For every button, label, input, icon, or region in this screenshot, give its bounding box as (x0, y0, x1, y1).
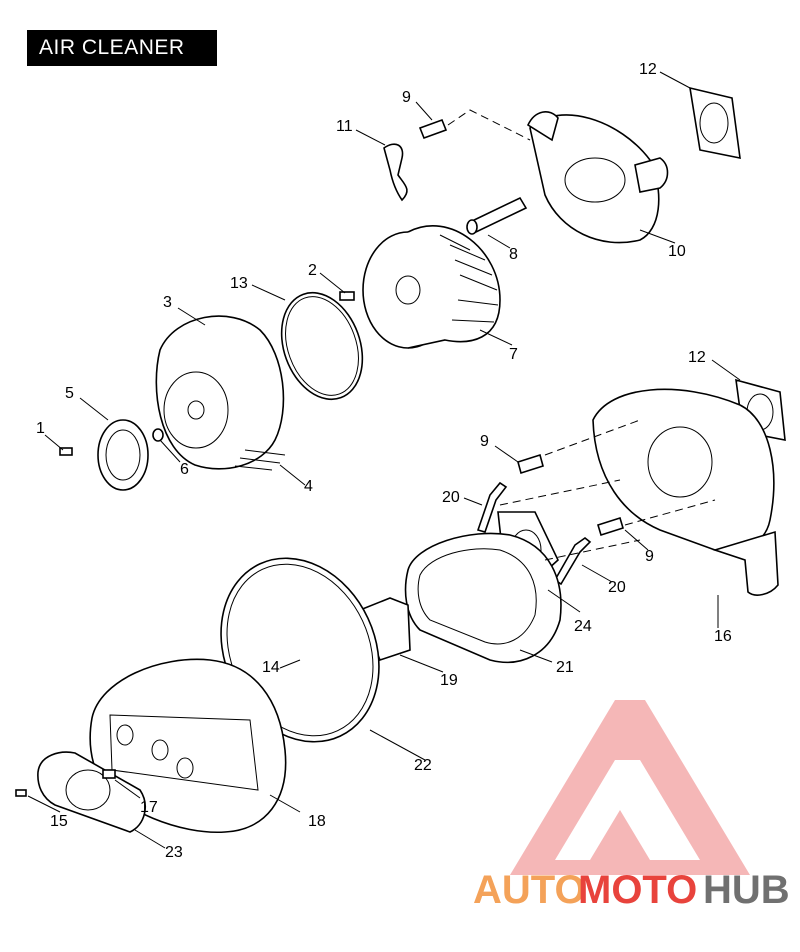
alignment-lines (447, 109, 716, 561)
watermark-moto: MOTO (578, 868, 697, 912)
o-ring-13 (280, 291, 364, 401)
backplate-10 (526, 111, 669, 244)
callout-2: 2 (308, 262, 317, 279)
callout-10: 10 (668, 243, 686, 260)
callout-numbers: 1 2 3 4 5 6 7 8 9 9 9 10 11 12 12 13 14 … (36, 61, 732, 861)
callout-9-left: 9 (480, 433, 489, 450)
screw-1 (59, 447, 73, 456)
hook-11 (383, 143, 408, 202)
breather-hose-20-right (553, 537, 592, 586)
breather-hose-20-left (476, 481, 508, 533)
watermark-auto: AUTO (473, 868, 586, 912)
callout-19: 19 (440, 672, 458, 689)
backplate-16 (592, 388, 779, 596)
callout-12-upper: 12 (639, 61, 657, 78)
screw-15 (15, 789, 27, 797)
watermark-hub: HUB (703, 868, 790, 912)
gasket-12-upper (689, 86, 741, 160)
callout-17: 17 (140, 799, 158, 816)
watermark-text: AUTO MOTO HUB (473, 868, 790, 912)
callout-11: 11 (336, 118, 353, 135)
callout-20-right: 20 (608, 579, 626, 596)
diagram-title: AIR CLEANER (27, 30, 217, 66)
callout-12-lower: 12 (688, 349, 706, 366)
callout-5: 5 (65, 385, 74, 402)
breather-bolt-9-left (517, 453, 544, 475)
callout-9-upper: 9 (402, 89, 411, 106)
breather-bolt-9-upper (418, 118, 448, 140)
leader-lines (27, 71, 741, 849)
medallion-plate-23 (37, 751, 146, 833)
callout-16: 16 (714, 628, 732, 645)
screw-2 (339, 291, 355, 301)
screw-17 (102, 769, 116, 779)
stud-8 (466, 196, 528, 235)
watermark-logo (510, 700, 750, 875)
cover-3 (155, 315, 286, 471)
callout-23: 23 (165, 844, 183, 861)
medallion-5 (97, 419, 149, 491)
callout-9-right: 9 (645, 548, 654, 565)
callout-18: 18 (308, 813, 326, 830)
callout-20-left: 20 (442, 489, 460, 506)
callout-7: 7 (509, 346, 518, 363)
breather-bolt-9-right (597, 516, 624, 537)
callout-15: 15 (50, 813, 68, 830)
callout-22: 22 (414, 757, 432, 774)
callout-21: 21 (556, 659, 574, 676)
callout-8: 8 (509, 246, 518, 263)
callout-3: 3 (163, 294, 172, 311)
filter-element-21 (404, 532, 562, 664)
callout-1: 1 (36, 420, 45, 437)
callout-13: 13 (230, 275, 248, 292)
callout-6: 6 (180, 461, 189, 478)
filter-element-7 (362, 225, 501, 349)
callout-14: 14 (262, 659, 280, 676)
callout-4: 4 (304, 478, 313, 495)
washer-6 (152, 428, 164, 442)
callout-24: 24 (574, 618, 592, 635)
